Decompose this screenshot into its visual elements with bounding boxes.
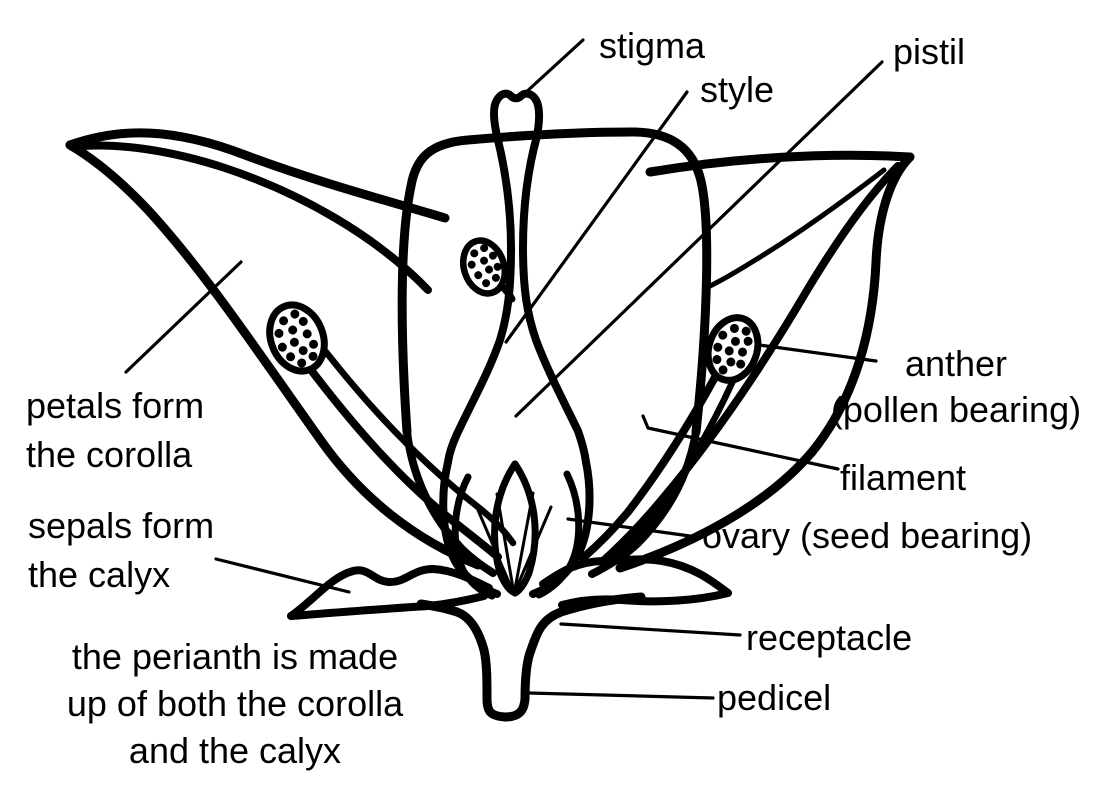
receptacle-pedicel-outline bbox=[416, 592, 646, 722]
label-ovary: ovary (seed bearing) bbox=[702, 515, 1033, 556]
label-petals-corolla: petals form the corolla bbox=[26, 385, 205, 475]
left-petal bbox=[65, 128, 483, 570]
leader-petals bbox=[124, 260, 243, 374]
left-petal-lower-edge bbox=[65, 140, 483, 570]
right-filament-back bbox=[604, 368, 741, 568]
left-sepal-top-edge bbox=[287, 565, 493, 620]
leader-filament bbox=[641, 414, 840, 471]
label-anther: anther (pollen bearing) bbox=[830, 343, 1082, 430]
center-anther bbox=[459, 237, 509, 297]
left-petal-top-edge bbox=[65, 128, 450, 223]
label-stigma: stigma bbox=[599, 25, 706, 66]
leader-stigma bbox=[522, 38, 585, 96]
right-anther-pollen-dots bbox=[712, 323, 753, 375]
ovule-almond-right bbox=[511, 460, 539, 597]
leader-pistil bbox=[514, 60, 884, 418]
left-petal-fold-edge bbox=[68, 141, 432, 294]
label-perianth-note: the perianth is made up of both the coro… bbox=[66, 636, 404, 771]
stigma-shape bbox=[490, 89, 544, 140]
label-sepals-calyx: sepals form the calyx bbox=[28, 505, 215, 595]
left-filament-back bbox=[322, 348, 517, 547]
right-filament-front bbox=[579, 364, 724, 562]
right-sepal-top-edge bbox=[539, 555, 732, 597]
right-petal-top-edge bbox=[645, 150, 915, 177]
right-petal bbox=[598, 150, 915, 573]
ovule-paren-left bbox=[451, 473, 496, 600]
label-receptacle: receptacle bbox=[746, 617, 913, 658]
style-right-edge bbox=[519, 132, 590, 466]
right-petal-outer-edge bbox=[615, 152, 915, 573]
ovules bbox=[451, 460, 583, 600]
ovule-almond-left bbox=[491, 460, 519, 597]
label-filament: filament bbox=[840, 457, 967, 498]
label-style: style bbox=[700, 69, 775, 110]
left-sepal-bottom-edge bbox=[287, 592, 488, 620]
left-filament-front bbox=[304, 362, 502, 561]
label-pistil: pistil bbox=[893, 31, 966, 72]
pistil bbox=[439, 89, 594, 600]
right-anther bbox=[704, 314, 762, 384]
left-stamen-filament bbox=[304, 348, 517, 561]
leader-pedicel bbox=[527, 691, 715, 700]
right-petal-vein bbox=[707, 167, 887, 289]
right-stamen-filament bbox=[579, 364, 741, 568]
right-petal-fold-edge bbox=[598, 162, 902, 566]
ovary-rays bbox=[476, 491, 553, 596]
left-anther bbox=[266, 301, 328, 375]
left-sepal bbox=[287, 565, 493, 620]
center-petal bbox=[397, 127, 712, 437]
label-pedicel: pedicel bbox=[717, 677, 832, 718]
leader-receptacle bbox=[559, 622, 742, 637]
center-anther-pollen-dots bbox=[467, 244, 502, 288]
style-left-edge bbox=[444, 132, 515, 466]
left-anther-pollen-dots bbox=[274, 309, 319, 368]
